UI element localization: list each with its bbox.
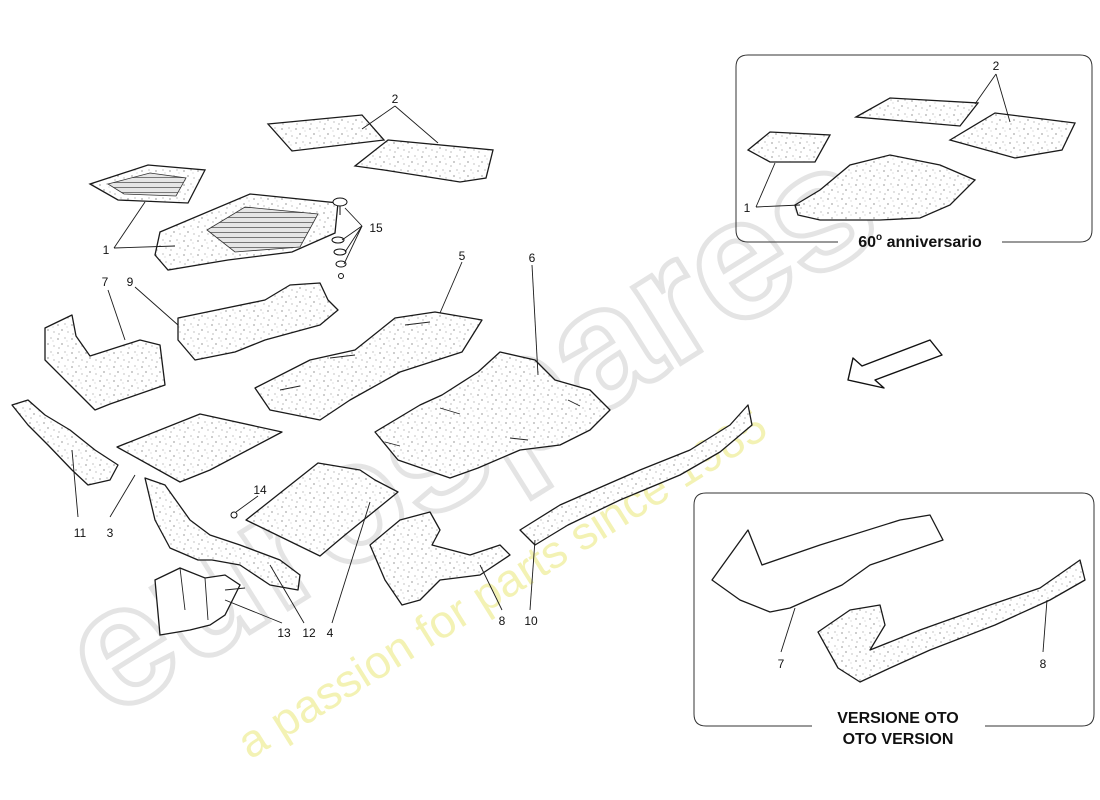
- part-9-panel: [177, 282, 339, 361]
- part-12-panel: [144, 477, 301, 591]
- callout-10: 10: [524, 614, 538, 628]
- part-3-mat: [116, 413, 283, 483]
- part-14-clip: [230, 511, 238, 519]
- callout-9: 9: [127, 275, 134, 289]
- callout-13: 13: [277, 626, 291, 640]
- callout-2: 2: [392, 92, 399, 106]
- part-1-mats: [88, 164, 339, 271]
- part-11-trim: [11, 399, 119, 486]
- inset-oto-callout-7: 7: [778, 657, 785, 671]
- inset-oto-callout-8: 8: [1040, 657, 1047, 671]
- callout-7: 7: [102, 275, 109, 289]
- direction-arrow-icon: [847, 339, 943, 389]
- callout-6: 6: [529, 251, 536, 265]
- inset-anniversary-caption: 60o anniversario: [858, 232, 982, 251]
- callout-5: 5: [459, 249, 466, 263]
- part-5-carpet: [254, 311, 483, 421]
- callout-11: 11: [74, 526, 87, 540]
- inset-anniversary-callout-1: 1: [744, 201, 751, 215]
- part-13-bracket: [154, 567, 246, 636]
- part-7-console: [44, 314, 166, 411]
- part-8-sill: [369, 511, 511, 606]
- callouts: 2 1 15 7 9 5 6 11 3 14 13 12 4 8 10: [74, 92, 538, 640]
- callout-1: 1: [103, 243, 110, 257]
- callout-15: 15: [369, 221, 383, 235]
- part-6-carpet: [374, 351, 611, 479]
- inset-oto-caption-line1: VERSIONE OTO: [837, 710, 959, 727]
- callout-14: 14: [253, 483, 267, 497]
- callout-12: 12: [302, 626, 316, 640]
- inset-anniversary: 2 1 60o anniversario: [735, 54, 1093, 251]
- inset-oto-caption-line2: OTO VERSION: [843, 731, 954, 748]
- part-2-mats: [266, 114, 494, 183]
- part-15-fasteners: [331, 197, 348, 279]
- callout-4: 4: [327, 626, 334, 640]
- callout-3: 3: [107, 526, 114, 540]
- callout-8: 8: [499, 614, 506, 628]
- part-10-sill: [519, 404, 753, 546]
- leader-lines: [71, 105, 539, 624]
- inset-oto: 7 8 VERSIONE OTO OTO VERSION: [693, 492, 1095, 748]
- inset-anniversary-callout-2: 2: [993, 59, 1000, 73]
- part-4-mat: [245, 462, 399, 557]
